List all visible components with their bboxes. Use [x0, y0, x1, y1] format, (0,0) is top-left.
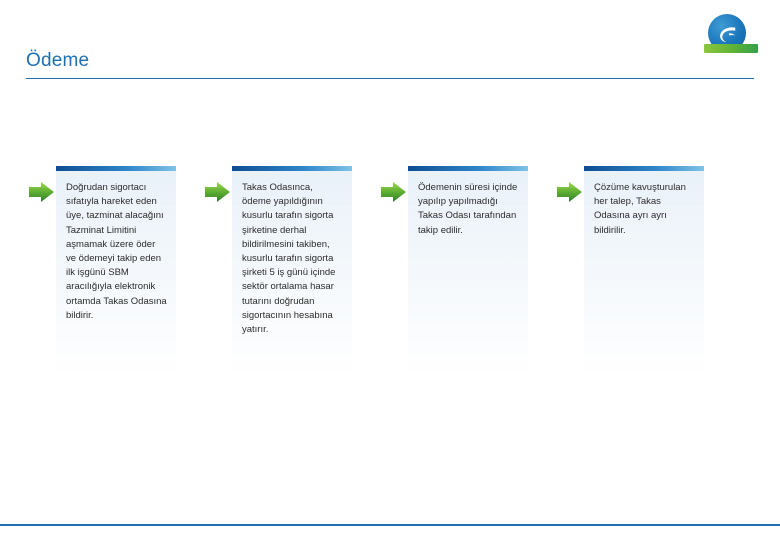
company-logo	[702, 14, 758, 54]
flow-card-1-text: Doğrudan sigortacı sıfatıyla hareket ede…	[66, 182, 167, 321]
title-divider	[26, 78, 754, 79]
footer-divider	[0, 524, 780, 526]
green-arrow-icon	[28, 180, 56, 204]
logo-swoosh-icon	[720, 27, 736, 43]
flow-card-2-text: Takas Odasınca, ödeme yapıldığının kusur…	[242, 182, 336, 336]
flow-card-4: Çözüme kavuşturulan her talep, Takas Oda…	[584, 166, 704, 377]
flow-card-3-text: Ödemenin süresi içinde yapılıp yapılmadı…	[418, 182, 518, 236]
green-arrow-icon	[556, 180, 584, 204]
card-accent-bar	[232, 166, 352, 171]
card-accent-bar	[408, 166, 528, 171]
green-arrow-icon	[380, 180, 408, 204]
process-flow: Doğrudan sigortacı sıfatıyla hareket ede…	[28, 166, 752, 382]
card-accent-bar	[584, 166, 704, 171]
flow-card-3: Ödemenin süresi içinde yapılıp yapılmadı…	[408, 166, 528, 377]
logo-green-bar	[704, 44, 758, 53]
flow-card-4-text: Çözüme kavuşturulan her talep, Takas Oda…	[594, 182, 686, 236]
flow-card-2: Takas Odasınca, ödeme yapıldığının kusur…	[232, 166, 352, 377]
green-arrow-icon	[204, 180, 232, 204]
page-title: Ödeme	[26, 50, 90, 71]
card-accent-bar	[56, 166, 176, 171]
flow-card-1: Doğrudan sigortacı sıfatıyla hareket ede…	[56, 166, 176, 377]
